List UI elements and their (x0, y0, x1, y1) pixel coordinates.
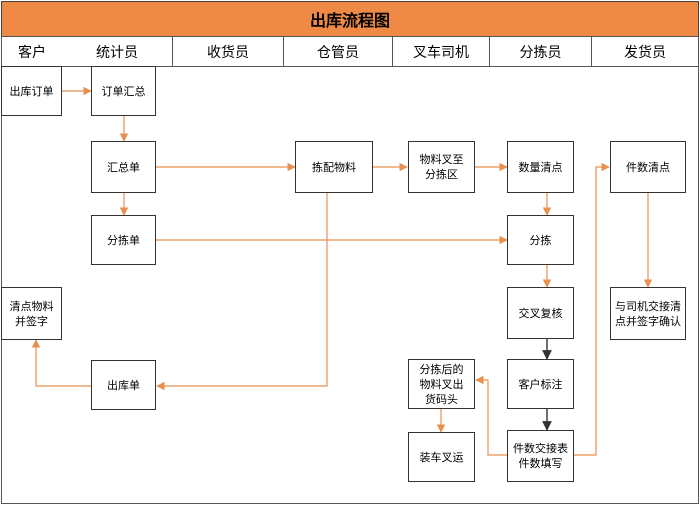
page-title: 出库流程图 (1, 1, 699, 37)
lane-header-warehouse-keeper: 仓管员 (284, 36, 393, 67)
lane-header-customer: 客户 (1, 36, 63, 67)
lane-header-shipper: 发货员 (592, 36, 699, 67)
node-qty-check: 数量清点 (507, 141, 574, 193)
lane-header-receiver: 收货员 (173, 36, 284, 67)
node-customer-label: 客户标注 (507, 359, 574, 409)
diagram-frame (1, 66, 699, 504)
node-count-sign: 清点物料 并签字 (1, 287, 62, 340)
node-outbound-sheet: 出库单 (91, 360, 156, 410)
lane-header-sorter: 分拣员 (490, 36, 592, 67)
node-handover-form: 件数交接表 件数填写 (507, 430, 574, 482)
node-order-summary: 订单汇总 (91, 66, 156, 116)
node-sorting: 分拣 (507, 215, 574, 265)
node-cross-check: 交叉复核 (507, 287, 574, 339)
node-pick-materials: 拣配物料 (295, 141, 373, 193)
node-forklift-to-sort: 物料叉至 分拣区 (408, 141, 475, 193)
node-after-sort-fork: 分拣后的 物料叉出 货码头 (408, 359, 475, 409)
lane-header-forklift-driver: 叉车司机 (393, 36, 490, 67)
lane-header-row: 客户 统计员 收货员 仓管员 叉车司机 分拣员 发货员 (1, 36, 699, 67)
node-sort-sheet: 分拣单 (91, 215, 156, 265)
node-driver-handover: 与司机交接清 点并签字确认 (610, 287, 686, 340)
node-piece-check: 件数清点 (610, 141, 686, 193)
node-summary-sheet: 汇总单 (91, 141, 156, 193)
node-outbound-order: 出库订单 (1, 66, 62, 116)
lane-header-statistician: 统计员 (62, 36, 173, 67)
node-loading: 装车叉运 (408, 432, 475, 482)
